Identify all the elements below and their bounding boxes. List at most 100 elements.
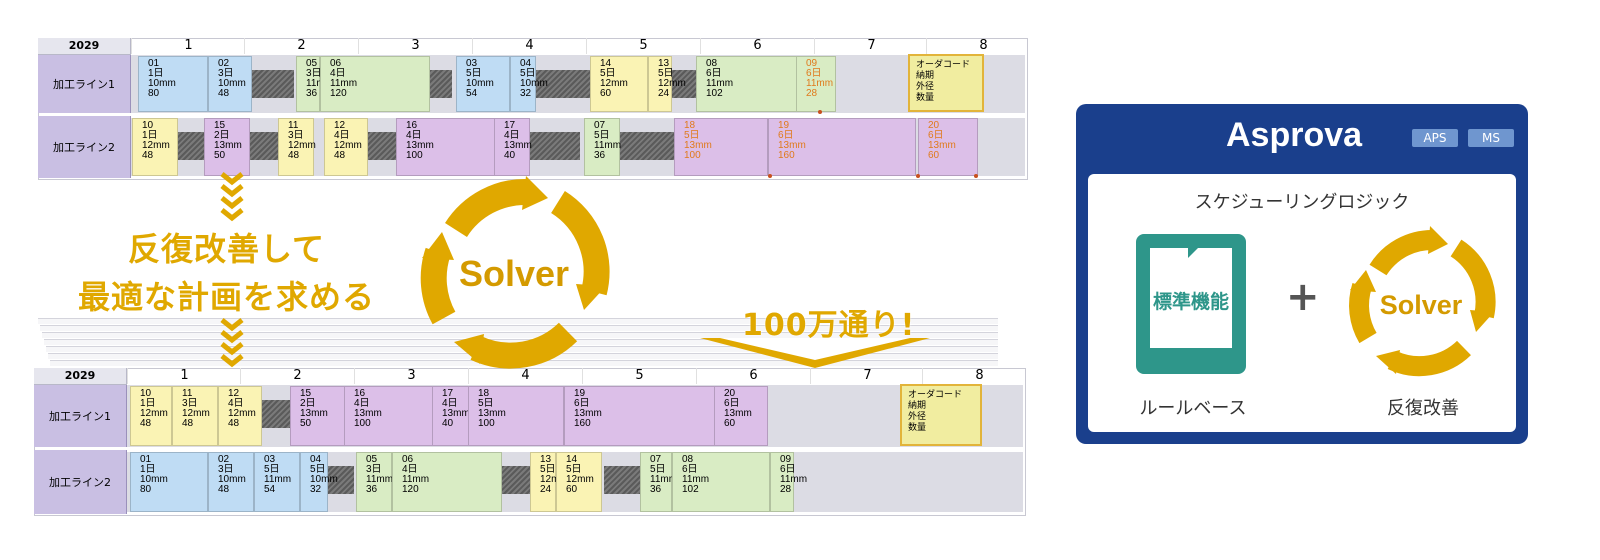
logic-box: スケジューリングロジック 標準機能 + Solver ルー xyxy=(1088,174,1516,432)
operation-block[interactable]: 01 1日 10mm 80 xyxy=(138,56,208,112)
rule-based-icon: 標準機能 xyxy=(1136,234,1246,374)
solver-label: Solver xyxy=(459,253,569,294)
day-header: 4 xyxy=(472,38,586,54)
day-header: 1 xyxy=(127,368,241,384)
rule-box-label: 標準機能 xyxy=(1153,290,1229,313)
operation-block[interactable]: 17 4日 13mm 40 xyxy=(432,386,472,446)
tag-ms: MS xyxy=(1468,129,1514,147)
operation-block[interactable]: 16 4日 13mm 100 xyxy=(396,118,496,176)
stacked-plan-edge xyxy=(42,332,998,338)
row-label-line2: 加工ライン2 xyxy=(38,116,131,178)
day-header: 3 xyxy=(354,368,468,384)
down-chevrons-icon xyxy=(220,318,244,368)
caption-iterative: 反復改善して xyxy=(128,230,326,268)
operation-block[interactable]: 13 5日 12mm 24 xyxy=(530,452,568,512)
operation-block[interactable]: 08 6日 11mm 102 xyxy=(672,452,770,512)
setup-gap xyxy=(618,132,674,160)
row-label-line1: 加工ライン1 xyxy=(34,385,127,447)
operation-block[interactable]: 11 3日 12mm 48 xyxy=(172,386,218,446)
day-header: 4 xyxy=(468,368,582,384)
setup-gap xyxy=(528,132,580,160)
operation-block[interactable]: 03 5日 11mm 54 xyxy=(254,452,300,512)
operation-block[interactable]: 15 2日 13mm 50 xyxy=(204,118,250,176)
day-header: 8 xyxy=(922,368,1036,384)
plus-sign: + xyxy=(1286,274,1320,320)
operation-block[interactable]: 07 5日 11mm 36 xyxy=(584,118,621,176)
operation-block[interactable]: 18 5日 13mm 100 xyxy=(468,386,564,446)
day-header: 7 xyxy=(810,368,924,384)
day-header: 3 xyxy=(358,38,472,54)
day-header: 6 xyxy=(696,368,810,384)
setup-gap xyxy=(260,400,292,428)
arrow-down-icon xyxy=(700,338,930,368)
operation-block[interactable]: 05 3日 11mm 36 xyxy=(296,56,333,112)
due-date-marker xyxy=(818,110,822,114)
operation-block[interactable]: 12 4日 12mm 48 xyxy=(324,118,368,176)
setup-gap xyxy=(502,466,532,494)
day-header: 2 xyxy=(244,38,358,54)
operation-block[interactable]: 19 6日 13mm 160 xyxy=(564,386,716,446)
asprova-panel: Asprova APS MS スケジューリングロジック 標準機能 + xyxy=(1076,104,1528,444)
operation-block[interactable]: 20 6日 13mm 60 xyxy=(918,118,978,176)
operation-block[interactable]: 02 3日 10mm 48 xyxy=(208,56,252,112)
due-date-marker xyxy=(768,174,772,178)
operation-block[interactable]: 19 6日 13mm 160 xyxy=(768,118,916,176)
logic-subtitle: スケジューリングロジック xyxy=(1194,192,1410,213)
operation-block[interactable]: 14 5日 12mm 60 xyxy=(556,452,602,512)
operation-block[interactable]: 10 1日 12mm 48 xyxy=(132,118,178,176)
setup-gap xyxy=(176,132,206,160)
caption-optimal: 最適な計画を求める xyxy=(78,278,376,316)
operation-block[interactable]: 06 4日 11mm 120 xyxy=(392,452,502,512)
legend-box: オーダコード 納期 外径 数量 xyxy=(900,384,982,446)
operation-block[interactable]: 17 4日 13mm 40 xyxy=(494,118,532,176)
operation-block[interactable]: 10 1日 12mm 48 xyxy=(130,386,172,446)
day-header: 7 xyxy=(814,38,928,54)
operation-block[interactable]: 11 3日 12mm 48 xyxy=(278,118,316,176)
operation-block[interactable]: 12 4日 12mm 48 xyxy=(218,386,262,446)
operation-block[interactable]: 07 5日 11mm 36 xyxy=(640,452,677,512)
operation-block[interactable]: 13 5日 12mm 24 xyxy=(648,56,686,112)
row-label-line1: 加工ライン1 xyxy=(38,55,131,113)
operation-block[interactable]: 14 5日 12mm 60 xyxy=(590,56,648,112)
operation-block[interactable]: 03 5日 10mm 54 xyxy=(456,56,510,112)
stacked-plan-edge xyxy=(40,325,998,331)
row-label-line2: 加工ライン2 xyxy=(34,450,127,514)
operation-block[interactable]: 20 6日 13mm 60 xyxy=(714,386,768,446)
operation-block[interactable]: 04 5日 10mm 32 xyxy=(300,452,338,512)
setup-gap xyxy=(368,132,400,160)
panel-title: Asprova xyxy=(1226,116,1363,154)
day-header: 6 xyxy=(700,38,814,54)
million-label: 100万通り! xyxy=(742,308,916,343)
operation-block[interactable]: 01 1日 10mm 80 xyxy=(130,452,208,512)
due-date-marker xyxy=(974,174,978,178)
caption-iterative-improvement: 反復改善 xyxy=(1387,398,1459,419)
day-header: 5 xyxy=(586,38,700,54)
operation-block[interactable]: 05 3日 11mm 36 xyxy=(356,452,393,512)
operation-block[interactable]: 09 6日 11mm 28 xyxy=(770,452,807,512)
year-header: 2029 xyxy=(34,368,127,385)
solver-cycle-icon: Solver xyxy=(420,176,610,369)
operation-block[interactable]: 09 6日 11mm 28 xyxy=(796,56,836,112)
operation-block[interactable]: 04 5日 10mm 32 xyxy=(510,56,548,112)
day-header: 2 xyxy=(240,368,354,384)
solver-cycle-icon: Solver xyxy=(1349,226,1496,377)
operation-block[interactable]: 18 5日 13mm 100 xyxy=(674,118,768,176)
year-header: 2029 xyxy=(38,38,131,55)
setup-gap xyxy=(604,466,640,494)
setup-gap xyxy=(250,70,294,98)
due-date-marker xyxy=(916,174,920,178)
caption-rule-based: ルールベース xyxy=(1139,398,1247,419)
legend-box: オーダコード 納期 外径 数量 xyxy=(908,54,984,112)
down-chevrons-icon xyxy=(220,172,244,222)
setup-gap xyxy=(534,70,592,98)
operation-block[interactable]: 02 3日 10mm 48 xyxy=(208,452,254,512)
stacked-plan-edge xyxy=(38,318,998,324)
day-header: 1 xyxy=(131,38,245,54)
day-header: 8 xyxy=(926,38,1040,54)
tag-aps: APS xyxy=(1412,129,1458,147)
solver-label-small: Solver xyxy=(1380,290,1463,320)
operation-block[interactable]: 15 2日 13mm 50 xyxy=(290,386,346,446)
operation-block[interactable]: 06 4日 11mm 120 xyxy=(320,56,430,112)
